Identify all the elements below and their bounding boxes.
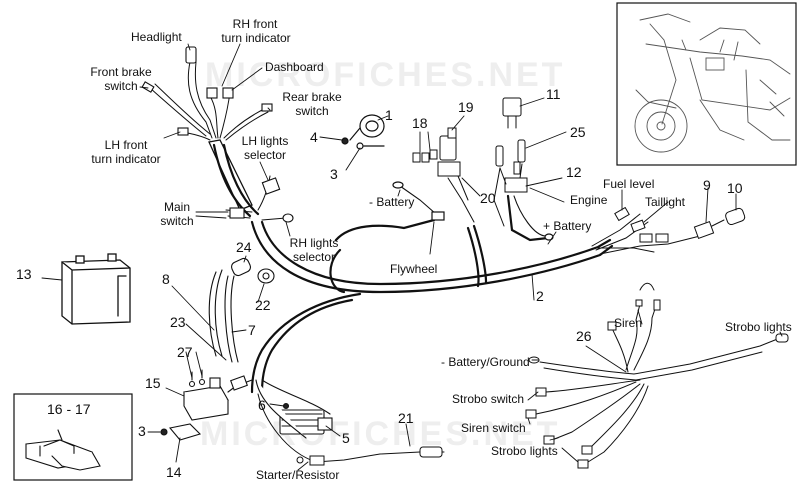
battery [61, 253, 131, 325]
label-front-brake-1: Front brake [90, 65, 152, 79]
callout-20: 20 [480, 190, 496, 206]
callout-27: 27 [177, 344, 193, 360]
label-flywheel: Flywheel [390, 262, 438, 276]
label-fuel-level: Fuel level [603, 177, 655, 191]
watermark-bottom: MICROFICHES.NET [200, 415, 561, 453]
watermark-top: MICROFICHES.NET [205, 56, 566, 94]
main-harness [208, 139, 614, 394]
label-rh-lights-2: selector [292, 250, 336, 264]
label-front-brake-2: switch [104, 79, 138, 93]
callout-4: 4 [310, 129, 318, 145]
label-rh-front-turn-2: turn indicator [221, 31, 291, 45]
callout-25: 25 [570, 124, 586, 140]
callout-3-bottom: 3 [138, 423, 146, 439]
label-battery-ground: - Battery/Ground [441, 355, 530, 369]
label-lh-lights-2: selector [243, 148, 287, 162]
callout-21: 21 [398, 410, 414, 426]
callout-18: 18 [412, 115, 428, 131]
label-lh-front-turn-1: LH front [104, 138, 148, 152]
callout-2: 2 [536, 288, 544, 304]
callout-1: 1 [385, 107, 393, 123]
label-rear-brake-2: switch [295, 104, 329, 118]
leader-lines [41, 43, 783, 471]
label-plus-battery: + Battery [543, 219, 592, 233]
horn-assembly [341, 114, 385, 150]
starter-resistor-lead [257, 393, 445, 466]
inset-clip-box [13, 393, 133, 481]
label-headlight: Headlight [131, 30, 182, 44]
label-strobo-lights-right: Strobo lights [725, 320, 792, 334]
label-rh-lights-1: RH lights [289, 236, 339, 250]
label-strobo-lights-bottom: Strobo lights [491, 444, 558, 458]
callout-22: 22 [255, 297, 271, 313]
label-engine: Engine [570, 193, 608, 207]
callout-23: 23 [170, 314, 186, 330]
callout-13: 13 [16, 266, 32, 282]
siren-strobe-harness [525, 282, 789, 469]
label-siren: Siren [614, 316, 643, 330]
voltage-regulator [255, 379, 333, 439]
scooter-thumbnail [634, 13, 791, 153]
cable-tubes [208, 257, 275, 363]
callout-11: 11 [546, 86, 561, 102]
callout-16-17: 16 - 17 [47, 401, 91, 417]
callout-8: 8 [162, 271, 170, 287]
callout-12: 12 [566, 164, 582, 180]
front-connectors [141, 46, 294, 223]
callout-10: 10 [727, 180, 743, 196]
label-lh-front-turn-2: turn indicator [91, 152, 161, 166]
label-minus-battery: - Battery [369, 195, 415, 209]
clip-part [25, 429, 101, 471]
callout-9: 9 [703, 177, 711, 193]
label-siren-switch: Siren switch [461, 421, 526, 435]
label-starter-resistor: Starter/Resistor [256, 468, 340, 482]
relay-and-connectors [495, 97, 528, 193]
callout-7: 7 [248, 322, 256, 338]
label-taillight: Taillight [645, 195, 686, 209]
callout-14: 14 [166, 464, 182, 480]
label-main-switch-2: switch [160, 214, 194, 228]
fuse-holders [412, 127, 475, 223]
callout-15: 15 [145, 375, 161, 391]
label-lh-lights-1: LH lights [241, 134, 289, 148]
callout-24: 24 [236, 239, 252, 255]
callout-6: 6 [258, 397, 266, 413]
callout-5: 5 [342, 430, 350, 446]
label-strobo-switch: Strobo switch [452, 392, 525, 406]
starter-relay [160, 369, 253, 441]
inset-scooter-box [616, 2, 797, 166]
label-rear-brake-1: Rear brake [282, 90, 342, 104]
label-rh-front-turn-1: RH front [232, 17, 278, 31]
tail-section [591, 206, 746, 255]
callout-19: 19 [458, 99, 474, 115]
label-main-switch-1: Main [163, 200, 190, 214]
label-dashboard: Dashboard [265, 60, 324, 74]
callout-26: 26 [576, 328, 592, 344]
callout-3-top: 3 [330, 166, 338, 182]
